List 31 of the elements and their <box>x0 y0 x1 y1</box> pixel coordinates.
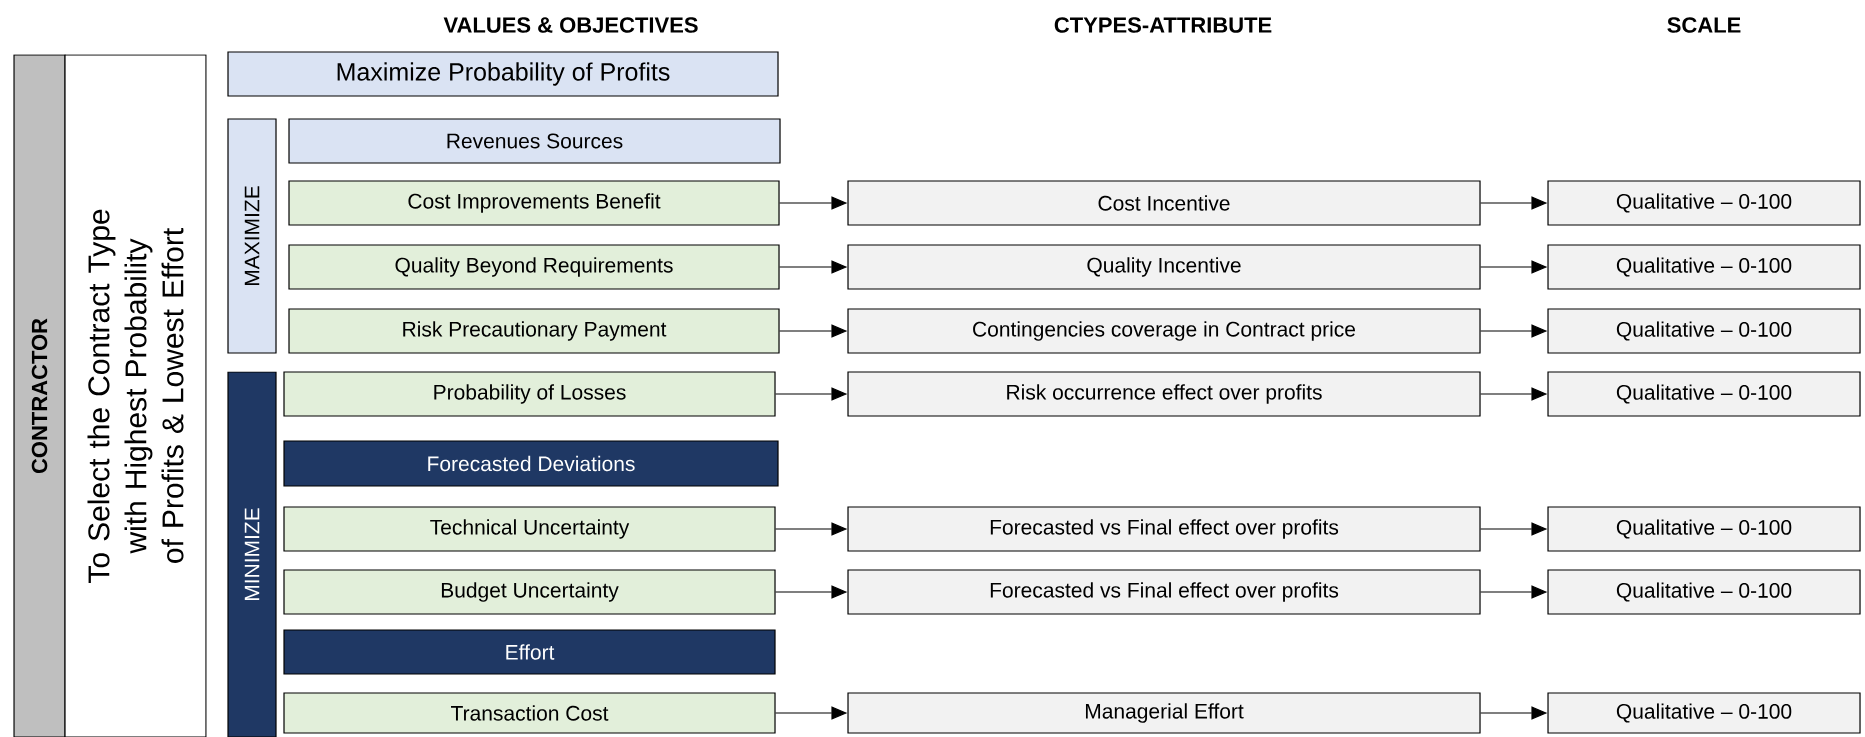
attribute-box: Forecasted vs Final effect over profits <box>847 569 1481 615</box>
value-box: Technical Uncertainty <box>283 506 776 552</box>
scale-box: Qualitative – 0-100 <box>1547 244 1861 290</box>
value-box: Cost Improvements Benefit <box>288 180 780 226</box>
value-box: Budget Uncertainty <box>283 569 776 615</box>
attribute-box: Quality Incentive <box>847 244 1481 290</box>
objective-box: Maximize Probability of Profits <box>227 51 779 97</box>
value-box: Risk Precautionary Payment <box>288 308 780 354</box>
column-header: SCALE <box>1667 17 1741 33</box>
scale-box: Qualitative – 0-100 <box>1547 692 1861 734</box>
value-box: Transaction Cost <box>283 692 776 734</box>
scale-box: Qualitative – 0-100 <box>1547 569 1861 615</box>
column-header: CTYPES-ATTRIBUTE <box>1054 17 1272 33</box>
section-box: Forecasted Deviations <box>283 440 779 487</box>
attribute-box: Managerial Effort <box>847 692 1481 734</box>
goal-box: To Select the Contract Type with Highest Probability of Profits & Lowest Effort <box>64 54 207 737</box>
objective-box: Revenues Sources <box>288 118 781 164</box>
category-band: CONTRACTOR <box>13 54 66 737</box>
value-box: Probability of Losses <box>283 371 776 417</box>
attribute-box: Risk occurrence effect over profits <box>847 371 1481 417</box>
group-band: MINIMIZE <box>227 371 277 737</box>
attribute-box: Forecasted vs Final effect over profits <box>847 506 1481 552</box>
scale-box: Qualitative – 0-100 <box>1547 308 1861 354</box>
section-box: Effort <box>283 629 776 675</box>
scale-box: Qualitative – 0-100 <box>1547 180 1861 226</box>
group-band: MAXIMIZE <box>227 118 277 354</box>
attribute-box: Contingencies coverage in Contract price <box>847 308 1481 354</box>
attribute-box: Cost Incentive <box>847 180 1481 226</box>
value-box: Quality Beyond Requirements <box>288 244 780 290</box>
scale-box: Qualitative – 0-100 <box>1547 371 1861 417</box>
scale-box: Qualitative – 0-100 <box>1547 506 1861 552</box>
